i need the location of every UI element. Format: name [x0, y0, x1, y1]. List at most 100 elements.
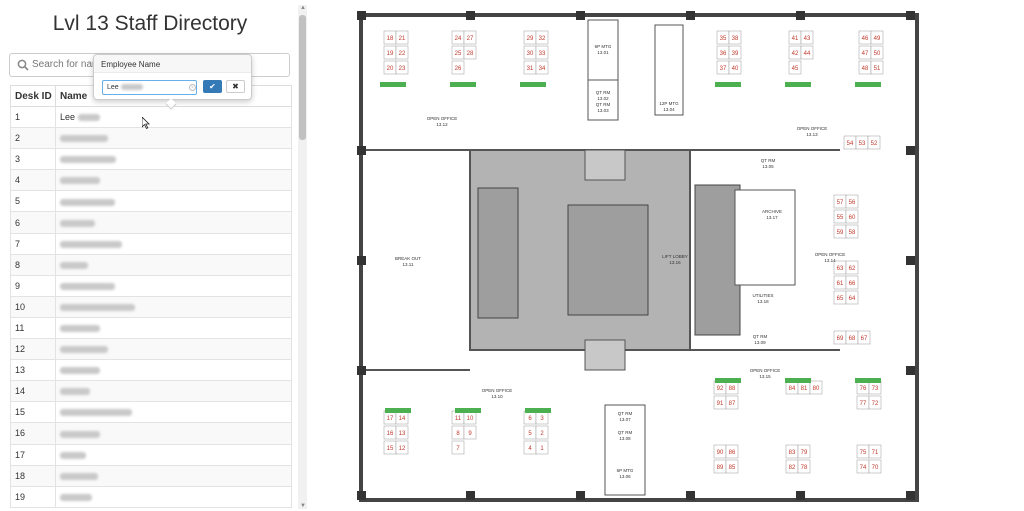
desk[interactable]	[451, 440, 465, 455]
table-row[interactable]: 4	[10, 169, 292, 192]
desk[interactable]	[797, 459, 811, 474]
desk[interactable]	[725, 395, 739, 410]
name-cell[interactable]	[55, 274, 292, 297]
name-cell[interactable]	[55, 127, 292, 150]
scrollbar-thumb[interactable]	[299, 15, 306, 140]
table-row[interactable]: 13	[10, 359, 292, 382]
desk[interactable]	[868, 444, 882, 459]
name-cell[interactable]	[55, 148, 292, 171]
confirm-button[interactable]: ✔	[203, 80, 222, 93]
table-row[interactable]: 17	[10, 443, 292, 466]
name-cell[interactable]	[55, 359, 292, 382]
table-row[interactable]: 7	[10, 232, 292, 255]
name-cell[interactable]	[55, 253, 292, 276]
desk[interactable]	[870, 60, 884, 75]
name-cell[interactable]: Lee	[55, 105, 292, 129]
name-cell[interactable]	[55, 316, 292, 340]
desk[interactable]	[845, 260, 859, 275]
desk[interactable]	[395, 30, 409, 45]
desk[interactable]	[868, 459, 882, 474]
table-row[interactable]: 15	[10, 401, 292, 424]
desk[interactable]	[845, 290, 859, 305]
desk[interactable]	[395, 60, 409, 75]
desk[interactable]	[463, 30, 477, 45]
table-scrollbar[interactable]: ▲ ▼	[298, 5, 307, 509]
table-row[interactable]: 6	[10, 211, 292, 234]
table-row[interactable]: 12	[10, 338, 292, 361]
quiet-rooms[interactable]	[587, 79, 619, 121]
table-row[interactable]: 18	[10, 464, 292, 487]
desk[interactable]	[725, 459, 739, 474]
desk[interactable]	[395, 425, 409, 440]
table-row[interactable]: 3	[10, 148, 292, 171]
desk[interactable]	[395, 440, 409, 455]
name-cell[interactable]	[55, 422, 292, 445]
table-row[interactable]: 16	[10, 422, 292, 445]
desk[interactable]	[725, 444, 739, 459]
table-row[interactable]: 8	[10, 253, 292, 276]
table-row[interactable]: 10	[10, 295, 292, 318]
desk[interactable]	[868, 395, 882, 410]
scroll-down-icon[interactable]: ▼	[300, 503, 306, 509]
name-cell[interactable]	[55, 338, 292, 361]
meeting-room-12p[interactable]	[654, 24, 684, 116]
desk[interactable]	[463, 45, 477, 60]
scroll-up-icon[interactable]: ▲	[300, 5, 306, 11]
desk[interactable]	[451, 60, 465, 75]
table-row[interactable]: 14	[10, 380, 292, 403]
table-row[interactable]: 9	[10, 274, 292, 297]
desk[interactable]	[800, 45, 814, 60]
desk[interactable]	[867, 135, 881, 150]
desk[interactable]	[535, 425, 549, 440]
column-header-desk-id[interactable]: Desk ID	[10, 85, 56, 107]
desk[interactable]	[797, 444, 811, 459]
desk[interactable]	[870, 30, 884, 45]
desk[interactable]	[800, 30, 814, 45]
desk[interactable]	[535, 45, 549, 60]
clear-input-icon[interactable]: ×	[189, 84, 196, 91]
desk[interactable]	[463, 425, 477, 440]
desk[interactable]	[870, 45, 884, 60]
desk[interactable]	[845, 209, 859, 224]
name-cell[interactable]	[55, 211, 292, 234]
table-row[interactable]: 2	[10, 127, 292, 150]
name-cell[interactable]	[55, 485, 292, 508]
name-cell[interactable]	[55, 169, 292, 192]
desk[interactable]	[535, 30, 549, 45]
archive-room[interactable]	[734, 189, 796, 286]
name-cell[interactable]	[55, 232, 292, 255]
desk[interactable]	[535, 60, 549, 75]
name-cell[interactable]	[55, 295, 292, 318]
name-cell[interactable]	[55, 190, 292, 213]
name-cell[interactable]	[55, 401, 292, 424]
desk[interactable]	[845, 275, 859, 290]
meeting-room-south[interactable]	[604, 404, 646, 496]
name-cell[interactable]	[55, 380, 292, 403]
desk[interactable]	[788, 60, 802, 75]
desk[interactable]	[845, 194, 859, 209]
table-row[interactable]: 5	[10, 190, 292, 213]
desk[interactable]	[728, 60, 742, 75]
table-row[interactable]: 19	[10, 485, 292, 508]
name-cell[interactable]	[55, 464, 292, 487]
cancel-button[interactable]: ✖	[226, 80, 245, 93]
desk[interactable]	[535, 440, 549, 455]
